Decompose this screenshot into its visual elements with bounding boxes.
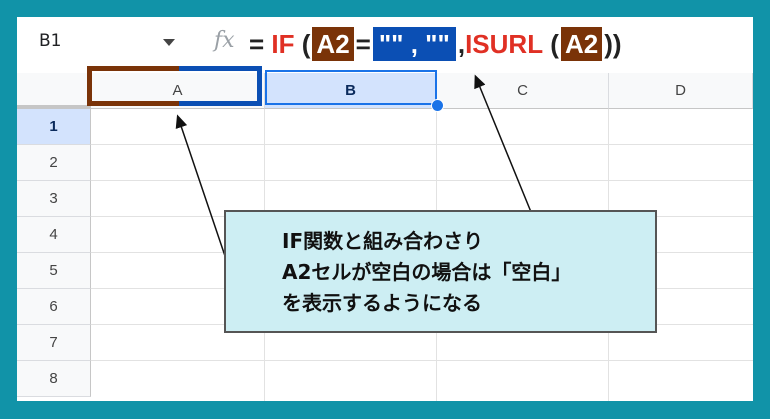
formula-empty-strings: "" , "" — [372, 27, 456, 61]
formula-paren-open: ( — [294, 28, 311, 59]
row-header-6[interactable]: 6 — [17, 289, 91, 325]
blue-highlight-border — [179, 66, 262, 106]
explanation-callout: IF関数と組み合わさり A2セルが空白の場合は「空白」 を表示するようになる — [224, 210, 657, 333]
select-all-corner[interactable] — [17, 73, 91, 109]
name-box[interactable]: B1 — [39, 31, 62, 51]
fill-handle[interactable] — [431, 99, 444, 112]
row-header-5[interactable]: 5 — [17, 253, 91, 289]
formula-bar: B1 fx = IF ( A2 = "" , "" , ISURL ( A2 )… — [17, 17, 753, 74]
gridline — [91, 360, 753, 361]
formula-comma: , — [457, 28, 466, 59]
formula-ref-a2-2: A2 — [560, 27, 603, 61]
fx-icon: fx — [214, 28, 235, 53]
column-header-c[interactable]: C — [437, 73, 609, 109]
formula-isurl: ISURL — [465, 28, 544, 59]
formula-equals: = — [249, 28, 272, 59]
chevron-down-icon[interactable] — [163, 39, 175, 46]
formula-equals-op: = — [355, 28, 371, 59]
spreadsheet-window: B1 fx = IF ( A2 = "" , "" , ISURL ( A2 )… — [17, 17, 753, 401]
row-header-8[interactable]: 8 — [17, 361, 91, 397]
gridline — [91, 180, 753, 181]
gridline — [91, 144, 753, 145]
row-header-7[interactable]: 7 — [17, 325, 91, 361]
formula-ref-a2: A2 — [312, 27, 354, 61]
column-header-d[interactable]: D — [609, 73, 753, 109]
callout-line-3: を表示するようになる — [282, 291, 482, 315]
formula-paren-open-2: ( — [543, 28, 559, 59]
row-header-2[interactable]: 2 — [17, 145, 91, 181]
formula-if: IF — [271, 28, 295, 59]
row-header-3[interactable]: 3 — [17, 181, 91, 217]
formula-paren-close: )) — [604, 28, 622, 59]
cell-b1-selected[interactable] — [265, 70, 437, 105]
row-header-1[interactable]: 1 — [17, 109, 91, 145]
row-header-4[interactable]: 4 — [17, 217, 91, 253]
cell-a1-highlight[interactable] — [87, 66, 262, 106]
brown-highlight-border — [87, 66, 179, 106]
callout-line-2: A2セルが空白の場合は「空白」 — [282, 260, 572, 284]
callout-line-1: IF関数と組み合わさり — [282, 229, 484, 253]
formula-input[interactable]: = IF ( A2 = "" , "" , ISURL ( A2 )) — [249, 27, 622, 61]
